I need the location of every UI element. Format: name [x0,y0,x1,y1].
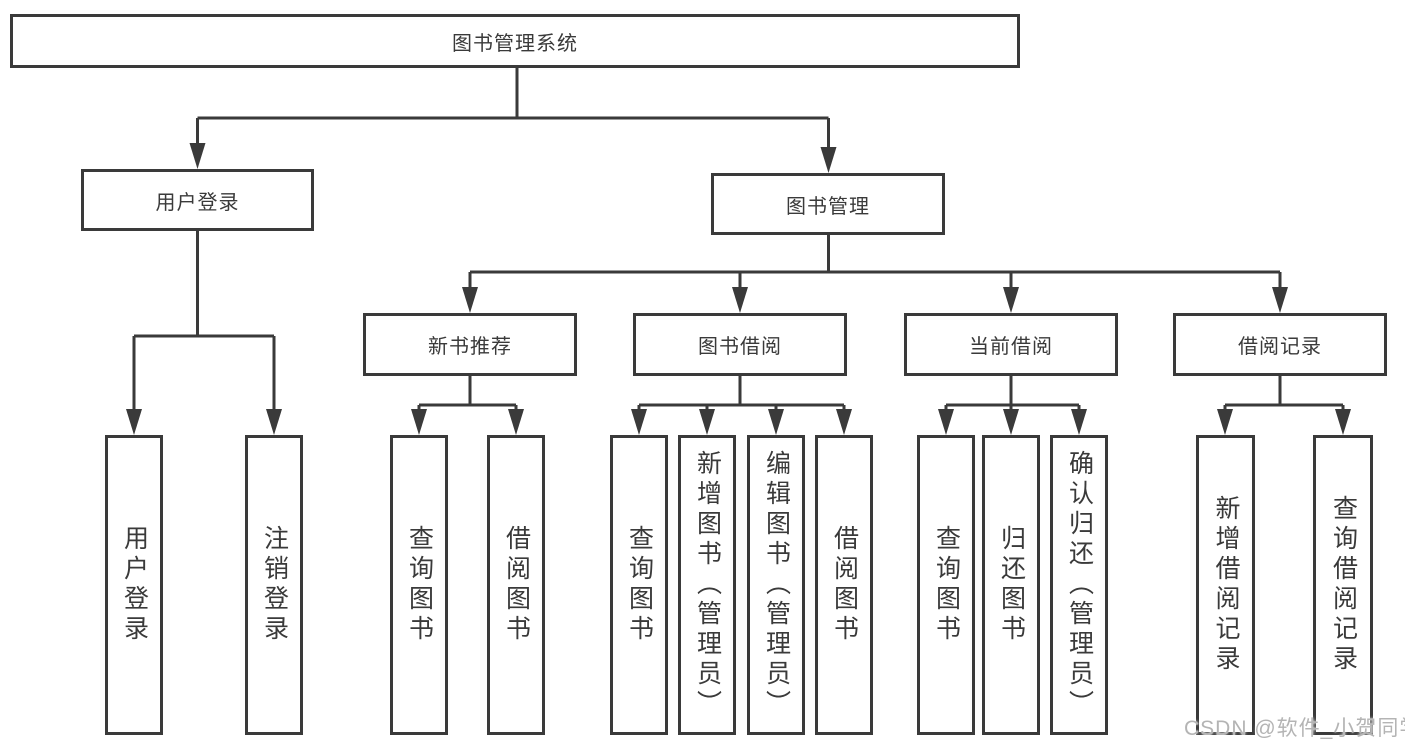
arrowhead [1071,409,1087,435]
leaf-label: 用户登录 [120,525,149,645]
leaf-return-books: 归还图书 [982,435,1040,735]
arrowhead [411,409,427,435]
leaf-label: 归还图书 [997,525,1026,645]
connector-borrow-records-to-leaves [1217,376,1351,435]
leaf-confirm-return-admin: 确认归还（管理员） [1050,435,1108,735]
leaf-query-books: 查询图书 [917,435,975,735]
node-book-borrowing: 图书借阅 [633,313,847,376]
csdn-watermark: CSDN @软件_小贺同学 [1184,717,1405,740]
leaf-borrow-books: 借阅图书 [487,435,545,735]
leaf-query-borrow-record: 查询借阅记录 [1313,435,1373,735]
leaf-borrow-books: 借阅图书 [815,435,873,735]
arrowhead [1217,409,1233,435]
leaf-label: 借阅图书 [830,525,859,645]
node-label: 新书推荐 [428,336,512,358]
arrowhead [508,409,524,435]
arrowhead [1335,409,1351,435]
node-user-login: 用户登录 [81,169,314,231]
leaf-label: 确认归还（管理员） [1065,450,1094,720]
connector-root-to-level2 [189,68,837,173]
node-label: 图书借阅 [698,336,782,358]
node-label: 借阅记录 [1238,336,1322,358]
leaf-label: 查询图书 [625,525,654,645]
arrowhead [732,287,748,313]
leaf-add-books-admin: 新增图书（管理员） [678,435,736,735]
leaf-label: 新增借阅记录 [1212,495,1240,675]
arrowhead [1003,409,1019,435]
node-label: 图书管理 [786,195,870,218]
arrowhead [1272,287,1288,313]
arrowhead [266,409,282,435]
leaf-label: 查询借阅记录 [1329,495,1358,675]
node-label: 用户登录 [155,191,240,214]
arrowhead [768,409,784,435]
arrowhead [836,409,852,435]
leaf-logout: 注销登录 [245,435,303,735]
node-new-book-recommend: 新书推荐 [363,313,577,376]
arrowhead [820,147,837,173]
leaf-label: 新增图书（管理员） [693,450,722,720]
node-label: 当前借阅 [969,336,1053,358]
connector-user-login-to-leaves [126,231,282,435]
leaf-label: 注销登录 [260,525,289,645]
leaf-label: 编辑图书（管理员） [762,450,791,720]
leaf-query-books: 查询图书 [390,435,448,735]
leaf-label: 借阅图书 [502,525,531,645]
node-label: 图书管理系统 [452,32,578,55]
arrowhead [938,409,954,435]
leaf-add-borrow-record: 新增借阅记录 [1196,435,1255,735]
connector-current-borrow-to-leaves [938,376,1087,435]
arrowhead [1003,287,1019,313]
connector-book-borrow-to-leaves [631,376,852,435]
arrowhead [699,409,715,435]
arrowhead [189,143,206,169]
arrowhead [126,409,142,435]
leaf-query-books: 查询图书 [610,435,668,735]
arrowhead [462,287,478,313]
leaf-edit-books-admin: 编辑图书（管理员） [747,435,805,735]
node-book-management: 图书管理 [711,173,945,235]
arrowhead [631,409,647,435]
leaf-label: 查询图书 [932,525,961,645]
node-current-borrowing: 当前借阅 [904,313,1118,376]
node-root-system: 图书管理系统 [10,14,1020,68]
connector-book-mgmt-to-level3 [462,235,1288,313]
connector-new-books-to-leaves [411,376,524,435]
leaf-user-login: 用户登录 [105,435,163,735]
node-borrowing-records: 借阅记录 [1173,313,1387,376]
leaf-label: 查询图书 [405,525,434,645]
